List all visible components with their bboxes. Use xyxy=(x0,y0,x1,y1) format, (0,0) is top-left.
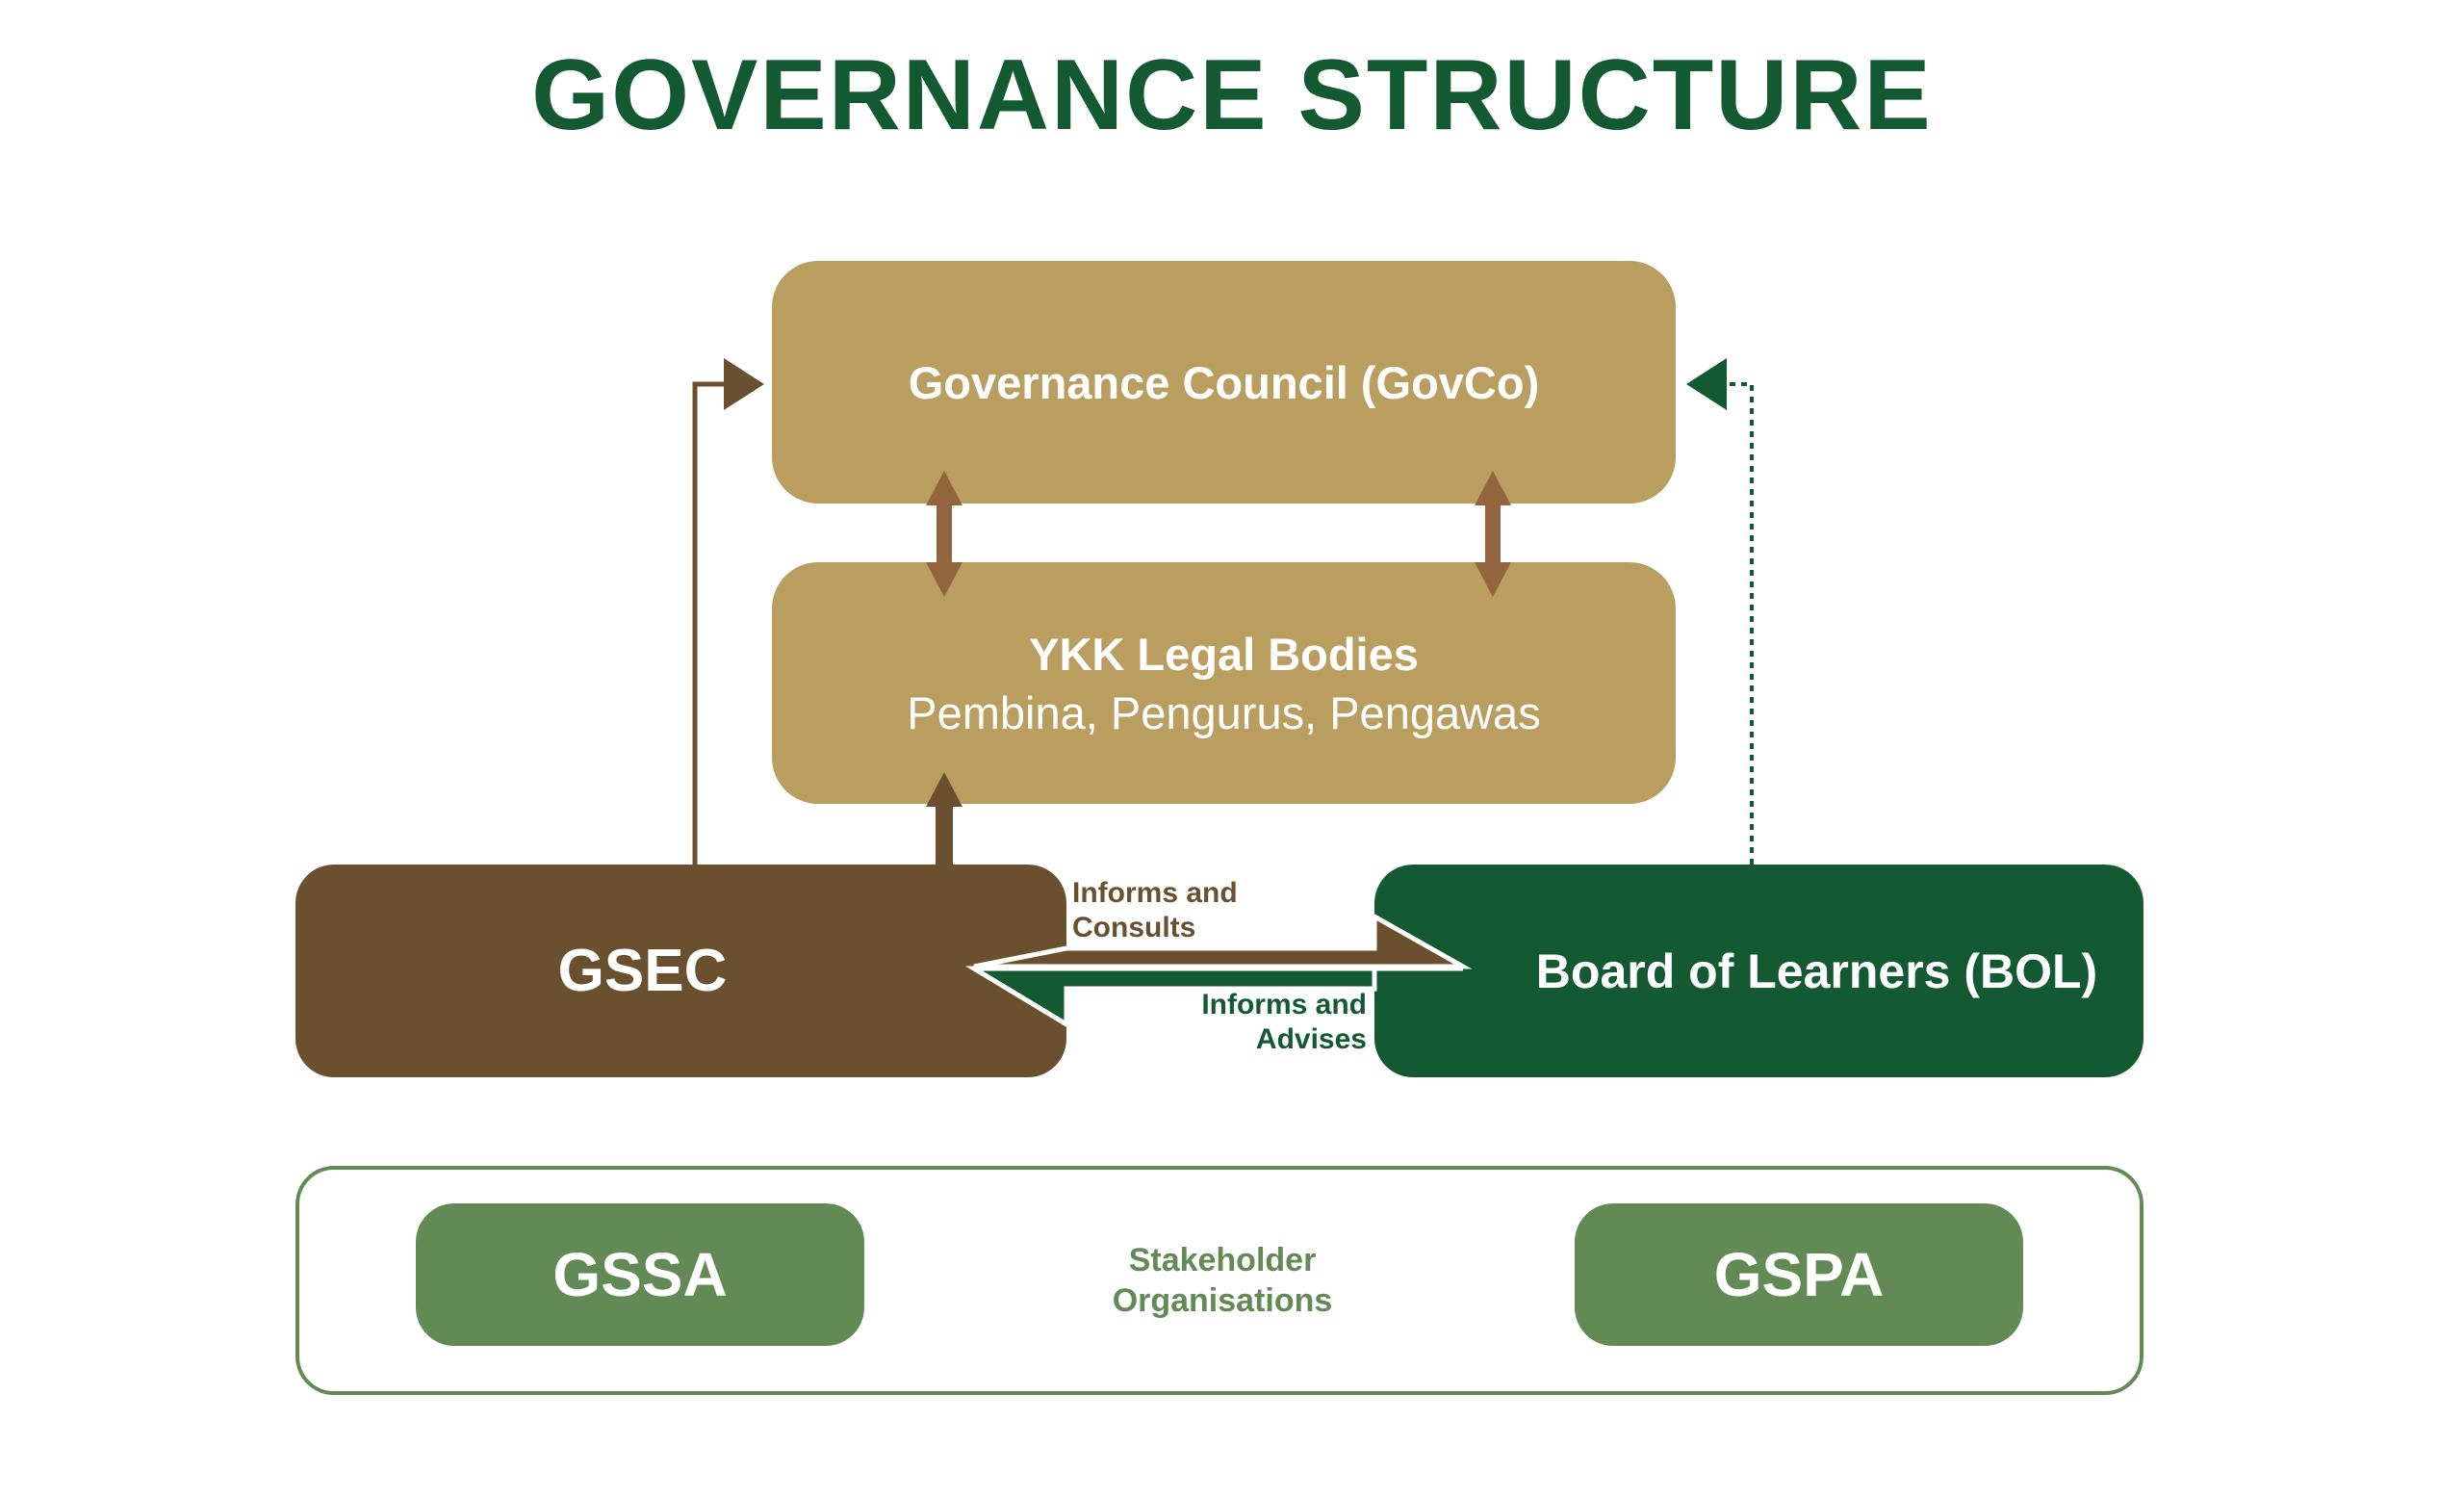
stakeholder-organisations-label: Stakeholder Organisations xyxy=(1112,1242,1333,1319)
governance-council-box: Governance Council (GovCo) xyxy=(772,261,1676,504)
informs-and-advises-label: Informs and Advises xyxy=(1201,989,1367,1055)
bol-label: Board of Learners (BOL) xyxy=(1535,943,2098,998)
ykk-subtitle: Pembina, Pengurus, Pengawas xyxy=(907,686,1541,738)
gssa-label: GSSA xyxy=(552,1240,728,1309)
ykk-title: YKK Legal Bodies xyxy=(1029,628,1419,680)
informs-and-consults-label: Informs and Consults xyxy=(1072,877,1238,943)
page-title: GOVERNANCE STRUCTURE xyxy=(531,39,1933,151)
double-arrow-right xyxy=(1475,471,1511,597)
bol-to-govco-dotted-arrow xyxy=(1686,358,1754,865)
gsec-box: GSEC xyxy=(295,865,1066,1077)
gspa-box: GSPA xyxy=(1575,1203,2023,1346)
gspa-label: GSPA xyxy=(1713,1240,1885,1309)
stakeholder-organisations-frame xyxy=(295,1166,2143,1395)
ykk-legal-bodies-box: YKK Legal Bodies Pembina, Pengurus, Peng… xyxy=(772,562,1676,804)
informs-advises-arrow xyxy=(965,966,1463,1029)
governance-council-label: Governance Council (GovCo) xyxy=(908,356,1540,408)
double-arrow-left xyxy=(926,471,962,597)
gssa-box: GSSA xyxy=(416,1203,864,1346)
gsec-to-ykk-arrow xyxy=(926,772,962,866)
gsec-label: GSEC xyxy=(557,938,728,1004)
board-of-learners-box: Board of Learners (BOL) xyxy=(1374,865,2143,1077)
gsec-to-govco-arrow xyxy=(692,358,764,865)
